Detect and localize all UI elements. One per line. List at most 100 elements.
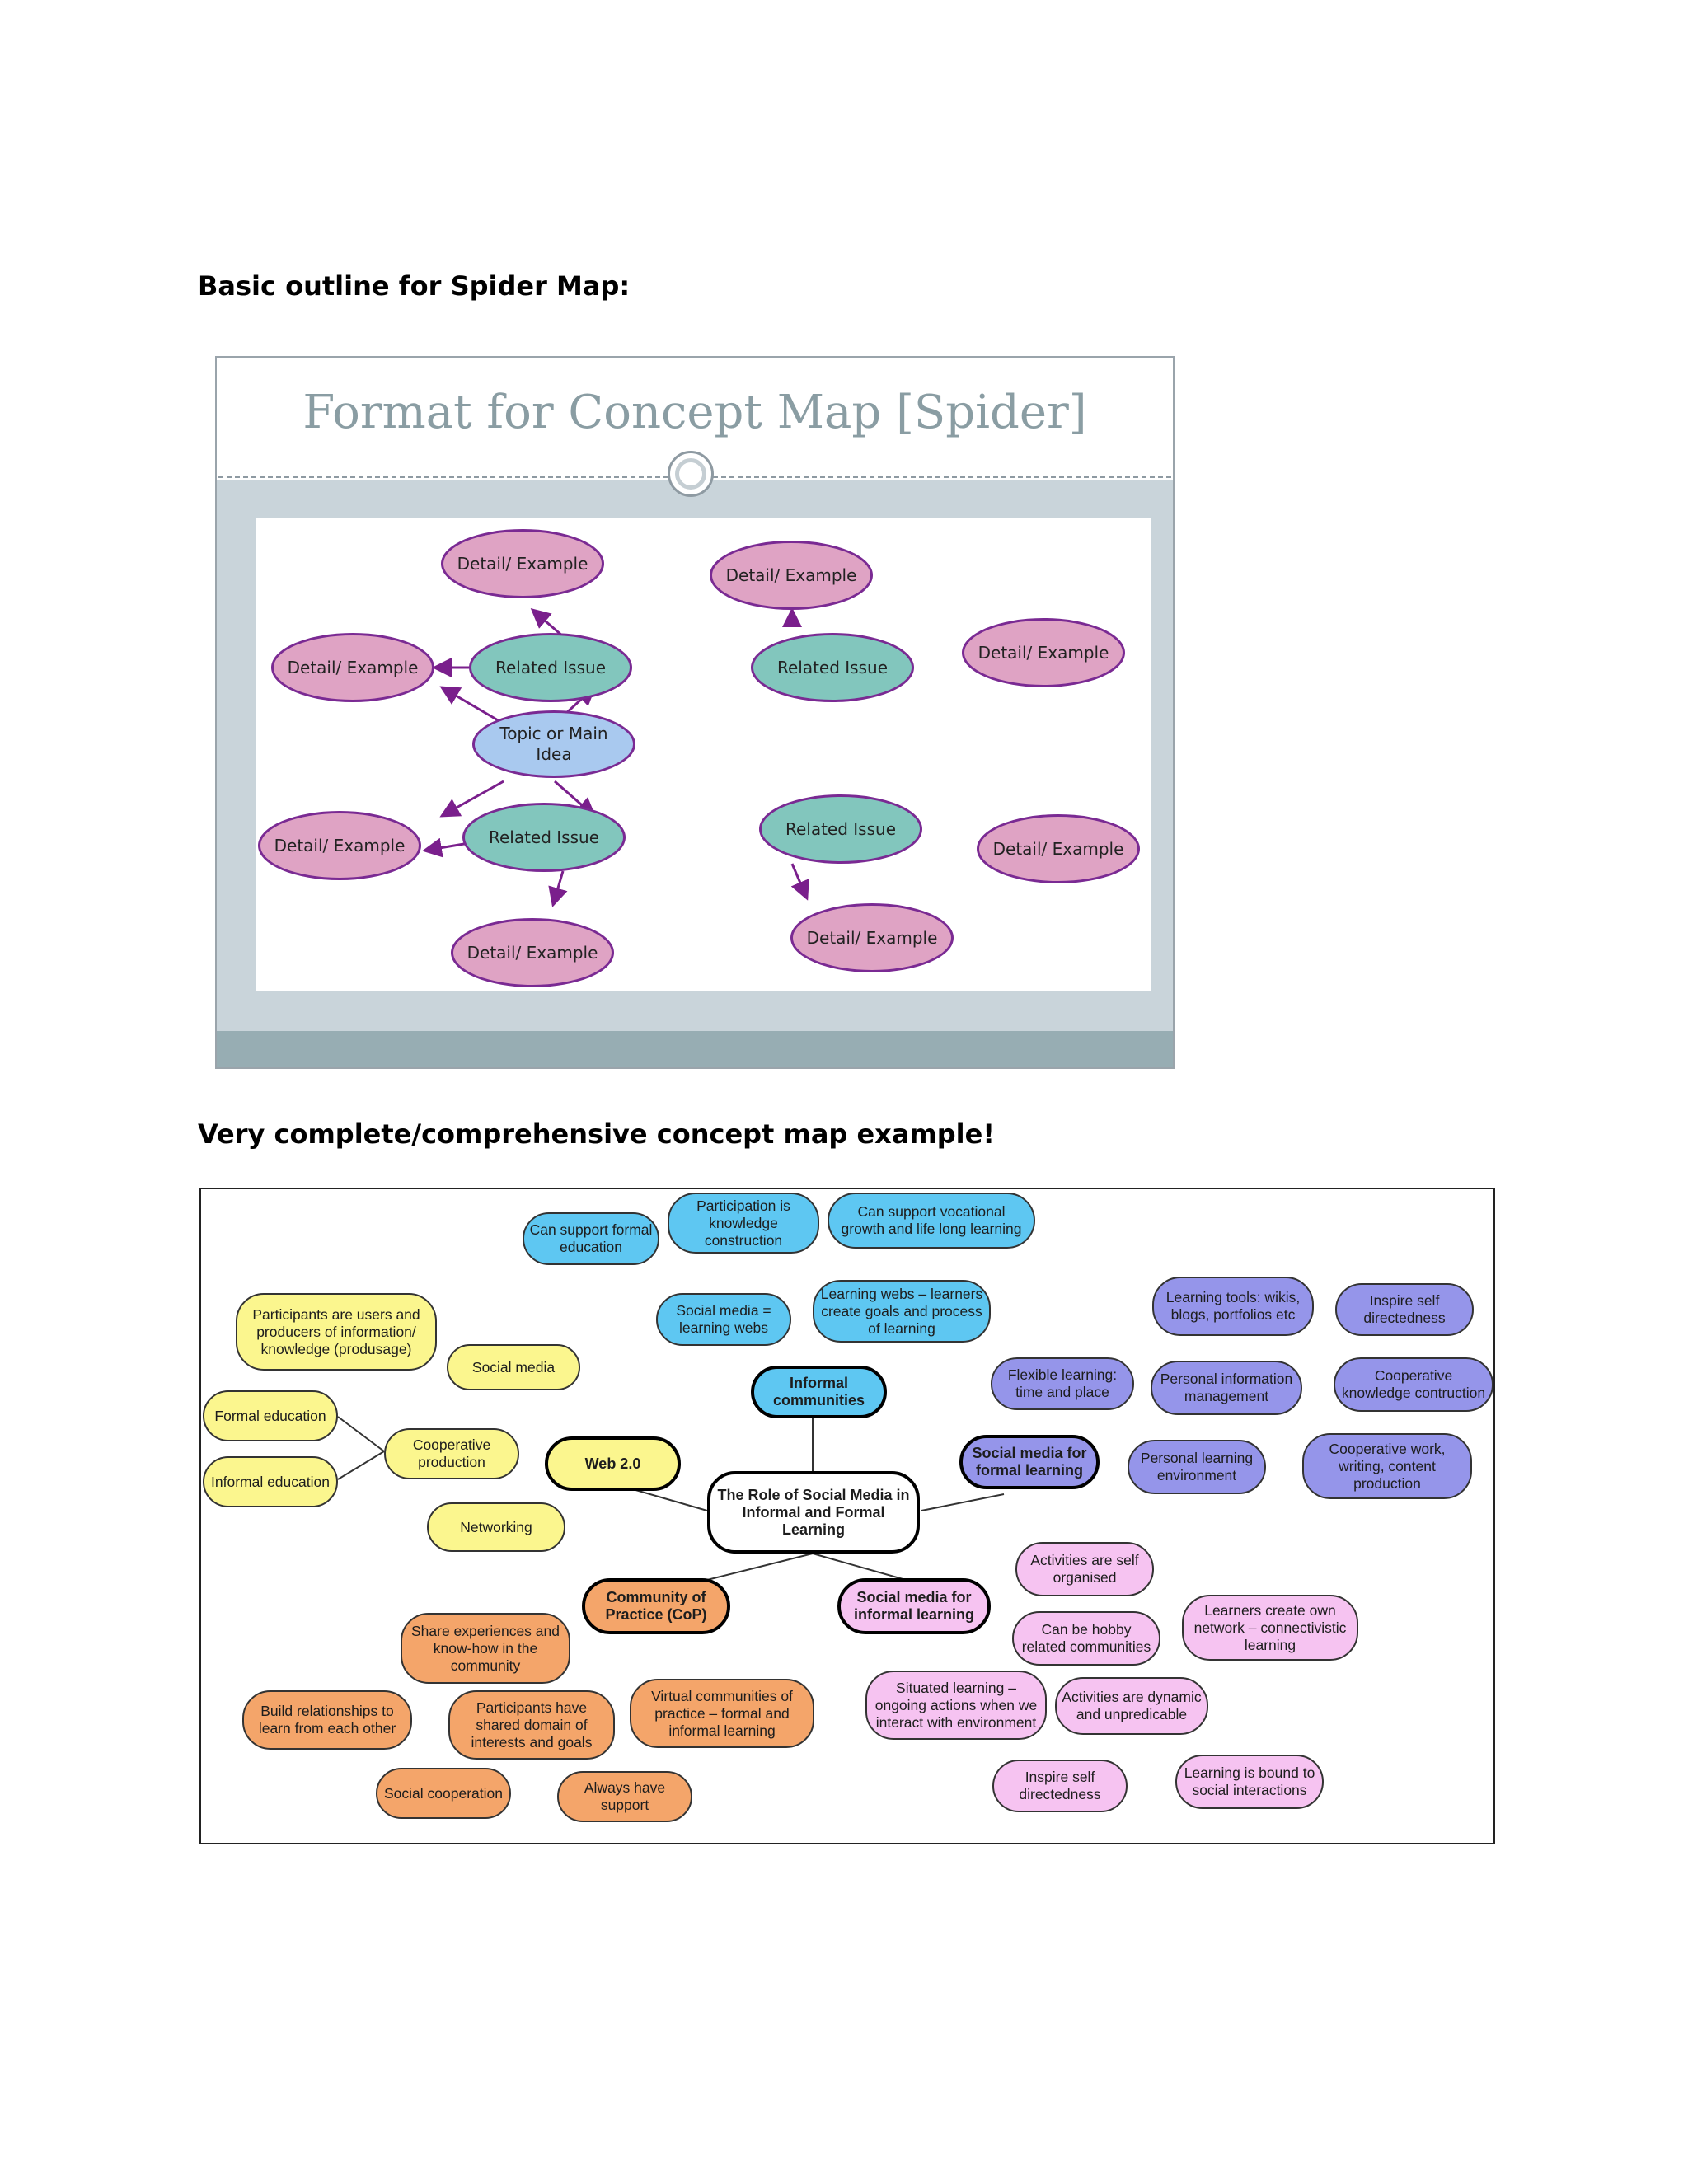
- detail-node-label: Detail/ Example: [977, 814, 1140, 883]
- cop-item-label: Social cooperation: [376, 1768, 511, 1819]
- informal-item-learning-webs: Social media = learning webs: [656, 1293, 791, 1346]
- detail-node-top-right-right: Detail/ Example: [962, 618, 1125, 687]
- hub-social-media-formal: Social media for formal learning: [959, 1435, 1100, 1489]
- spider-connectors: [422, 607, 890, 907]
- cop-item-label: Participants have shared domain of inter…: [448, 1690, 615, 1760]
- arrow-issue-br-to-detail-bottom: [790, 863, 809, 901]
- web20-item-produsage: Participants are users and producers of …: [236, 1293, 437, 1371]
- cop-item-share-experiences: Share experiences and know-how in the co…: [401, 1613, 570, 1684]
- informal-item-label: Can support formal education: [523, 1212, 659, 1265]
- slide-ring-ornament: [668, 451, 714, 497]
- related-issue-label: Related Issue: [759, 794, 922, 864]
- link-informal-education-cooperative-production: [337, 1451, 385, 1480]
- detail-node-label: Detail/ Example: [271, 633, 434, 702]
- hub-informal-communities-label: Informal communities: [751, 1366, 887, 1418]
- arrow-topic-to-issue-bl: [439, 780, 504, 818]
- hub-social-media-informal: Social media for informal learning: [837, 1578, 991, 1634]
- informal-item-support-formal: Can support formal education: [523, 1212, 659, 1265]
- web20-item-cooperative-production: Cooperative production: [384, 1428, 519, 1479]
- informal-learning-item-situated: Situated learning – ongoing actions when…: [865, 1671, 1047, 1740]
- link-center-social-media-informal: [812, 1553, 912, 1582]
- informal-learning-item-hobby: Can be hobby related communities: [1012, 1611, 1160, 1666]
- web20-item-informal-education: Informal education: [203, 1456, 338, 1507]
- topic-node-label: Topic or Main Idea: [472, 710, 635, 778]
- detail-node-label: Detail/ Example: [710, 541, 873, 610]
- hub-cop: Community of Practice (CoP): [582, 1578, 730, 1634]
- web20-item-networking: Networking: [427, 1502, 565, 1552]
- related-issue-bottom-left: Related Issue: [462, 803, 626, 872]
- concept-center-label: The Role of Social Media in Informal and…: [707, 1471, 920, 1554]
- informal-learning-item-social-interactions: Learning is bound to social interactions: [1175, 1755, 1324, 1809]
- arrow-topic-to-issue-tl: [439, 686, 504, 725]
- hub-informal-communities: Informal communities: [751, 1366, 887, 1418]
- formal-item-label: Personal information management: [1151, 1361, 1302, 1415]
- formal-item-knowledge-contruction: Cooperative knowledge contruction: [1334, 1357, 1493, 1412]
- spider-map-canvas: Topic or Main Idea Related Issue Related…: [256, 518, 1151, 991]
- formal-item-cooperative-work: Cooperative work, writing, content produ…: [1302, 1433, 1472, 1499]
- detail-node-top-right-top: Detail/ Example: [710, 541, 873, 610]
- informal-learning-item-self-directedness: Inspire self directedness: [992, 1760, 1128, 1812]
- web20-item-label: Networking: [427, 1502, 565, 1552]
- formal-item-label: Inspire self directedness: [1335, 1283, 1474, 1336]
- informal-learning-item-label: Can be hobby related communities: [1012, 1611, 1160, 1666]
- cop-item-label: Build relationships to learn from each o…: [242, 1690, 412, 1750]
- cop-item-social-cooperation: Social cooperation: [376, 1768, 511, 1819]
- link-center-web20: [626, 1487, 708, 1511]
- formal-item-personal-learning-env: Personal learning environment: [1128, 1440, 1266, 1494]
- related-issue-bottom-right: Related Issue: [759, 794, 922, 864]
- informal-item-label: Can support vocational growth and life l…: [828, 1193, 1035, 1249]
- detail-node-label: Detail/ Example: [962, 618, 1125, 687]
- detail-node-bottom-left-left: Detail/ Example: [258, 811, 421, 880]
- link-center-cop: [700, 1553, 814, 1582]
- hub-social-media-informal-label: Social media for informal learning: [837, 1578, 991, 1634]
- detail-node-label: Detail/ Example: [451, 918, 614, 987]
- formal-item-label: Personal learning environment: [1128, 1440, 1266, 1494]
- cop-item-label: Share experiences and know-how in the co…: [401, 1613, 570, 1684]
- web20-item-social-media: Social media: [447, 1344, 580, 1390]
- topic-node: Topic or Main Idea: [472, 710, 635, 778]
- related-issue-label: Related Issue: [751, 633, 914, 702]
- concept-center-node: The Role of Social Media in Informal and…: [707, 1471, 920, 1554]
- web20-item-formal-education: Formal education: [203, 1390, 338, 1441]
- web20-item-label: Informal education: [203, 1456, 338, 1507]
- detail-node-bottom-right-right: Detail/ Example: [977, 814, 1140, 883]
- web20-item-label: Cooperative production: [384, 1428, 519, 1479]
- informal-item-label: Participation is knowledge construction: [668, 1193, 819, 1254]
- related-issue-top-right: Related Issue: [751, 633, 914, 702]
- informal-item-label: Social media = learning webs: [656, 1293, 791, 1346]
- arrow-issue-bl-to-detail-left: [422, 837, 470, 858]
- formal-item-personal-information: Personal information management: [1151, 1361, 1302, 1415]
- informal-item-knowledge-construction: Participation is knowledge construction: [668, 1193, 819, 1254]
- informal-learning-item-label: Learning is bound to social interactions: [1175, 1755, 1324, 1809]
- informal-learning-item-label: Activities are self organised: [1015, 1542, 1154, 1596]
- informal-item-label: Learning webs – learners create goals an…: [813, 1280, 991, 1343]
- informal-learning-item-label: Activities are dynamic and unpredicable: [1055, 1677, 1208, 1735]
- cop-item-shared-domain: Participants have shared domain of inter…: [448, 1690, 615, 1760]
- informal-item-learners-create-goals: Learning webs – learners create goals an…: [813, 1280, 991, 1343]
- slide-title: Format for Concept Map [Spider]: [302, 386, 1087, 439]
- related-issue-label: Related Issue: [462, 803, 626, 872]
- formal-item-label: Cooperative work, writing, content produ…: [1302, 1433, 1472, 1499]
- detail-node-bottom-right-bottom: Detail/ Example: [790, 903, 954, 972]
- arrow-issue-bl-to-detail-bottom: [548, 870, 568, 907]
- related-issue-top-left: Related Issue: [469, 633, 632, 702]
- concept-map-example: The Role of Social Media in Informal and…: [199, 1188, 1495, 1844]
- informal-learning-item-dynamic: Activities are dynamic and unpredicable: [1055, 1677, 1208, 1735]
- detail-node-top-left-left: Detail/ Example: [271, 633, 434, 702]
- link-center-social-media-formal: [921, 1493, 1005, 1511]
- informal-learning-item-label: Learners create own network – connectivi…: [1182, 1595, 1358, 1661]
- related-issue-label: Related Issue: [469, 633, 632, 702]
- cop-item-virtual-communities: Virtual communities of practice – formal…: [630, 1679, 814, 1748]
- concept-map-heading: Very complete/comprehensive concept map …: [198, 1118, 995, 1150]
- detail-node-bottom-left-bottom: Detail/ Example: [451, 918, 614, 987]
- formal-item-label: Flexible learning: time and place: [991, 1357, 1134, 1410]
- cop-item-label: Virtual communities of practice – formal…: [630, 1679, 814, 1748]
- informal-learning-item-self-organised: Activities are self organised: [1015, 1542, 1154, 1596]
- formal-item-label: Cooperative knowledge contruction: [1334, 1357, 1493, 1412]
- detail-node-label: Detail/ Example: [258, 811, 421, 880]
- concept-map-connectors: [337, 1416, 1005, 1582]
- hub-web20: Web 2.0: [545, 1436, 681, 1491]
- cop-item-always-support: Always have support: [557, 1771, 692, 1822]
- formal-item-label: Learning tools: wikis, blogs, portfolios…: [1152, 1277, 1314, 1336]
- informal-learning-item-own-network: Learners create own network – connectivi…: [1182, 1595, 1358, 1661]
